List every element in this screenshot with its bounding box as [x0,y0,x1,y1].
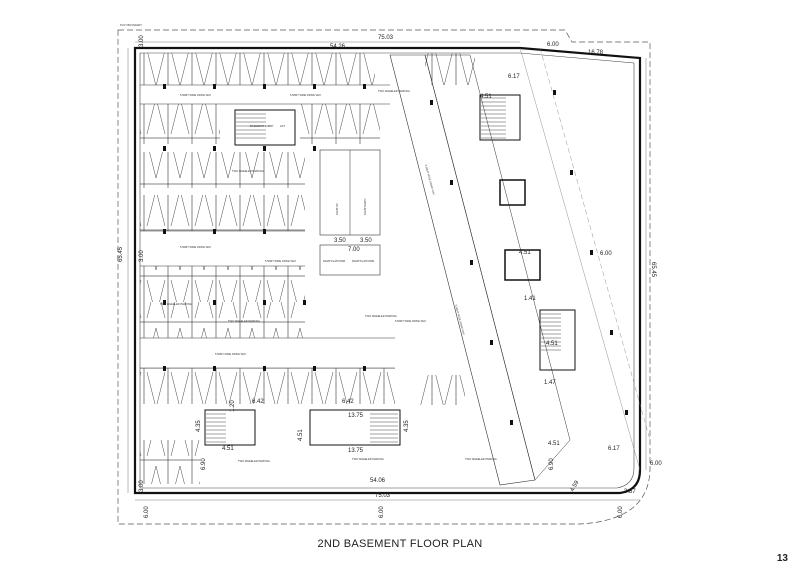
basement-outer-wall [133,46,642,495]
dim-diag-mid: 6.00 [600,251,612,257]
core-right-2-stairs [541,311,561,351]
label-ramp-down: RAMP DOWN [363,198,367,215]
label-two-wheeler-2: TWO WHEELER PARKING [232,169,264,173]
plot-boundary-label: PLOT BOUNDARY [120,23,142,27]
dim-right-core-5: 4.51 [298,429,304,441]
dim-core-left-width: 4.51 [222,446,234,452]
dim-ramp-right: 3.50 [360,238,372,244]
dim-diag-top: 6.17 [508,74,520,80]
core-bottom-left-stairs [206,411,226,444]
dim-core-bottom-width: 13.75 [348,448,364,454]
label-driveway-top-mid: 5.50MT WIDE DRIVE WAY [290,93,321,97]
label-driveway-diagonal-bottom: 5.50MT WIDE DRIVE WAY [454,304,466,335]
label-two-wheeler-7: TWO WHEELER PARKING [352,457,384,461]
label-two-wheeler-1: TWO WHEELER PARKING [378,89,410,93]
dim-right-bottom-height: 6.90 [549,458,555,470]
core-top-stairs [236,111,266,141]
dim-side-bottom-left: 6.00 [144,506,150,518]
structural-columns [163,84,628,425]
parking-row-5 [140,266,305,302]
dim-left-height: 65.45 [118,246,124,262]
core-right-2 [539,309,576,371]
dim-top-inner: 54.26 [330,44,346,50]
parking-row-9 [420,375,465,405]
dim-top-overall: 75.03 [378,35,394,41]
dim-top-right-setback: 6.00 [547,42,559,48]
dim-core-right-height: 4.35 [404,420,410,432]
core-right-3 [504,249,541,281]
label-driveway-mid-center: 5.50MT WIDE DRIVE WAY [265,259,296,263]
dim-right-core-h2: 1.47 [544,380,556,386]
parking-row-2 [140,104,220,144]
parking-row-7 [140,368,395,404]
dim-core-top-right: 6.42 [342,399,354,405]
label-driveway-mid-left: 5.50MT WIDE DRIVE WAY [180,245,211,249]
dim-diag-bottom: 6.17 [608,446,620,452]
core-top [234,109,296,146]
drawing-title: 2ND BASEMENT FLOOR PLAN [317,538,483,550]
diagonal-parking-band [424,54,571,481]
parking-row-3 [140,152,305,188]
dim-right-small: 4.59 [570,479,581,493]
label-ramp-up: RAMP UP [335,203,339,215]
guide-line [539,47,651,441]
parking-row-2b [300,104,380,144]
label-driveway-diagonal-top: 5.50MT WIDE DRIVE WAY [424,164,436,195]
dim-corner-right: 6.00 [650,461,662,467]
dim-right-core-1: 4.51 [480,94,492,100]
parking-row-top [140,53,375,85]
dim-corner-small: 3.87 [624,489,636,495]
parking-row-4 [140,195,305,231]
dim-right-core-4: 4.51 [548,441,560,447]
dim-right-core-2: 4.51 [519,250,531,256]
ramp-platform-area [319,244,381,276]
core-right-4 [499,179,526,206]
dim-right-core-h1: 1.41 [524,296,536,302]
label-lobby: BASEMENT LOBBY [250,124,274,128]
basement-inner-line [139,52,635,489]
label-two-wheeler-8: TWO WHEELER PARKING [465,457,497,461]
dim-core-mid-width: 13.75 [348,413,364,419]
dim-bottom-inner: 54.06 [370,478,386,484]
parking-row-8 [140,440,200,484]
parking-row-6 [140,302,305,338]
dim-right-height: 65.45 [650,262,656,278]
dim-top-setback: 3.00 [139,35,145,47]
label-driveway-bottom-left: 5.50MT WIDE DRIVE WAY [215,352,246,356]
label-ramp-platform-left: RAMP PLATFORM [323,259,345,263]
dim-right-core-3: 4.51 [546,341,558,347]
core-bottom-right [309,409,401,446]
dim-ramp-total: 7.00 [348,247,360,253]
core-bottom-left [204,409,256,446]
dim-ramp-left: 3.50 [334,238,346,244]
label-lift: LIFT [280,124,286,128]
dim-left-setback-mid: 3.00 [139,250,145,262]
plot-boundary [117,29,651,525]
page-number: 13 [776,553,788,564]
label-two-wheeler-6: TWO WHEELER PARKING [238,459,270,463]
guide-line [519,47,641,471]
parking-row-top-right [425,53,475,85]
dim-lobby-width: 1.20 [230,400,236,412]
dim-side-bottom-mid: 6.00 [379,506,385,518]
diagonal-driveway [389,54,536,486]
dim-top-right-edge: 16.78 [588,50,604,56]
dim-bottom-overall: 75.03 [375,493,391,499]
dim-core-top-left: 6.42 [252,399,264,405]
dim-core-left-height: 4.35 [196,420,202,432]
label-driveway-top-left: 5.50MT WIDE DRIVE WAY [180,93,211,97]
label-ramp-platform-right: RAMP PLATFORM [352,259,374,263]
label-two-wheeler-5: TWO WHEELER PARKING [365,314,397,318]
core-bottom-right-stairs [370,411,398,444]
core-right-1-stairs [481,96,506,139]
dim-left-bottom-height: 6.90 [201,458,207,470]
core-right-1 [479,94,521,141]
label-driveway-center-right: 5.50MT WIDE DRIVE WAY [395,319,426,323]
label-two-wheeler-4: TWO WHEELER PARKING [228,319,260,323]
dim-side-bottom-right: 6.00 [618,506,624,518]
label-two-wheeler-3: TWO WHEELER PARKING [160,302,192,306]
dim-bottom-setback: 3.00 [139,480,145,492]
